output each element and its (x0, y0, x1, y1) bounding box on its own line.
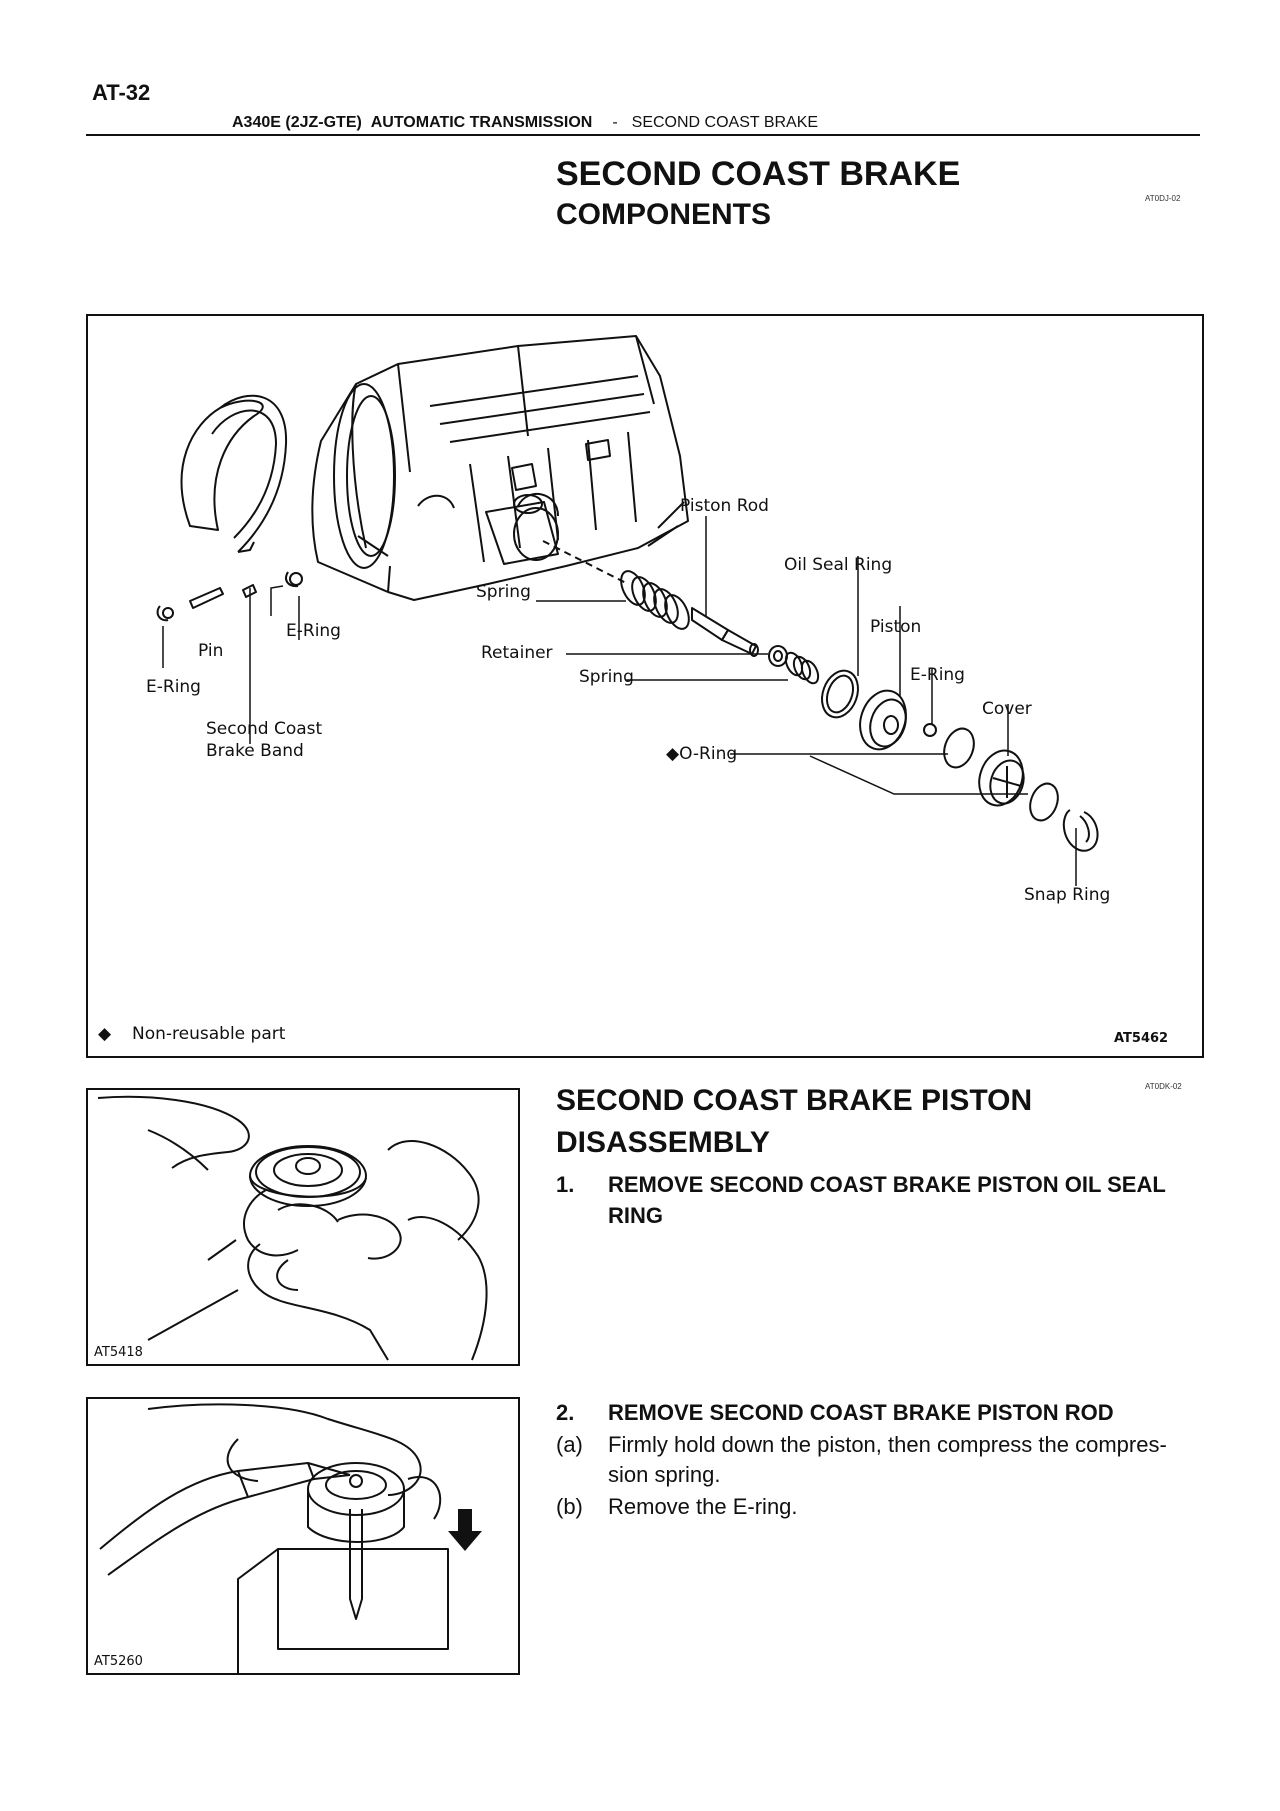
o-ring-drawing-2 (1029, 782, 1059, 822)
label-piston-rod: Piston Rod (680, 496, 769, 516)
substep-a-line2: sion spring. (608, 1462, 721, 1487)
retainer-drawing (768, 645, 788, 667)
label-piston: Piston (870, 617, 921, 637)
piston-rod-removal-illustration: AT5260 (94, 1403, 482, 1673)
oil-seal-removal-illustration: AT5418 (94, 1095, 488, 1361)
components-subtitle: COMPONENTS (556, 198, 772, 231)
step-1-text-line1: REMOVE SECOND COAST BRAKE PISTON OIL SEA… (608, 1172, 1166, 1197)
label-pin: Pin (198, 641, 223, 661)
disassembly-title-line1: SECOND COAST BRAKE PISTON (556, 1084, 1033, 1117)
substep-b-mark: (b) (556, 1494, 583, 1519)
label-e-ring-right: E-Ring (910, 665, 965, 685)
label-retainer: Retainer (481, 643, 553, 663)
piston-drawing (859, 689, 907, 751)
disassembly-ref-code: AT0DK-02 (1145, 1082, 1182, 1091)
legend-symbol: ◆ (98, 1024, 112, 1044)
label-spring: Spring (476, 582, 531, 602)
e-ring-drawing (923, 723, 937, 737)
legend-text: Non-reusable part (132, 1024, 286, 1044)
brake-band-drawing (180, 394, 288, 553)
label-snap-ring: Snap Ring (1024, 885, 1110, 905)
label-o-ring: ◆O-Ring (666, 744, 737, 764)
figure-code-at5260: AT5260 (94, 1654, 143, 1669)
header-model: A340E (2JZ-GTE) (232, 114, 362, 131)
label-e-ring-left-bottom: E-Ring (146, 677, 201, 697)
components-title: SECOND COAST BRAKE (556, 155, 961, 193)
substep-a-line1: Firmly hold down the piston, then compre… (608, 1432, 1167, 1457)
page-number: AT-32 (92, 80, 151, 105)
down-arrow-icon (448, 1509, 482, 1551)
o-ring-drawing-1 (943, 727, 975, 769)
header-topic: SECOND COAST BRAKE (631, 114, 819, 131)
figure-code: AT5462 (1114, 1031, 1168, 1046)
label-band-line2: Brake Band (206, 741, 304, 761)
step-1-text-line2: RING (608, 1203, 663, 1228)
header-section: AUTOMATIC TRANSMISSION (370, 114, 593, 131)
figure-piston-rod-removal: AT5260 (86, 1397, 520, 1675)
step-1: 1. REMOVE SECOND COAST BRAKE PISTON OIL S… (556, 1169, 1206, 1231)
small-spring-drawing (784, 651, 820, 685)
running-header: A340E (2JZ-GTE) AUTOMATIC TRANSMISSION -S… (232, 114, 818, 132)
spring-drawing (620, 570, 690, 630)
figure-oil-seal-removal: AT5418 (86, 1088, 520, 1366)
alignment-line (542, 540, 629, 585)
figure-code-at5418: AT5418 (94, 1345, 143, 1360)
step-2-text: REMOVE SECOND COAST BRAKE PISTON ROD (608, 1400, 1114, 1425)
oil-seal-ring-drawing (821, 669, 859, 719)
label-oil-seal-ring: Oil Seal Ring (784, 555, 892, 575)
components-figure: Piston Rod Oil Seal Ring Spring Piston R… (86, 314, 1204, 1058)
disassembly-title-line2: DISASSEMBLY (556, 1126, 770, 1159)
step-2-number: 2. (556, 1400, 575, 1425)
transmission-case-drawing (311, 335, 689, 601)
header-separator: - (612, 114, 618, 131)
step-2: 2. REMOVE SECOND COAST BRAKE PISTON ROD (… (556, 1397, 1206, 1522)
substep-b-line1: Remove the E-ring. (608, 1494, 798, 1519)
substep-a-mark: (a) (556, 1432, 583, 1457)
band-pin-drawing (156, 571, 303, 622)
case-bore-drawing (513, 507, 559, 561)
header-rule (86, 134, 1200, 136)
label-e-ring-left-top: E-Ring (286, 621, 341, 641)
label-cover: Cover (982, 699, 1032, 719)
components-ref-code: AT0DJ-02 (1145, 194, 1181, 203)
snap-ring-drawing (1062, 809, 1099, 852)
label-band-line1: Second Coast (206, 719, 323, 739)
step-1-number: 1. (556, 1172, 575, 1197)
label-spring-small: Spring (579, 667, 634, 687)
piston-rod-drawing (691, 607, 759, 657)
exploded-view-diagram: Piston Rod Oil Seal Ring Spring Piston R… (98, 335, 1168, 1046)
cover-drawing (978, 749, 1025, 807)
